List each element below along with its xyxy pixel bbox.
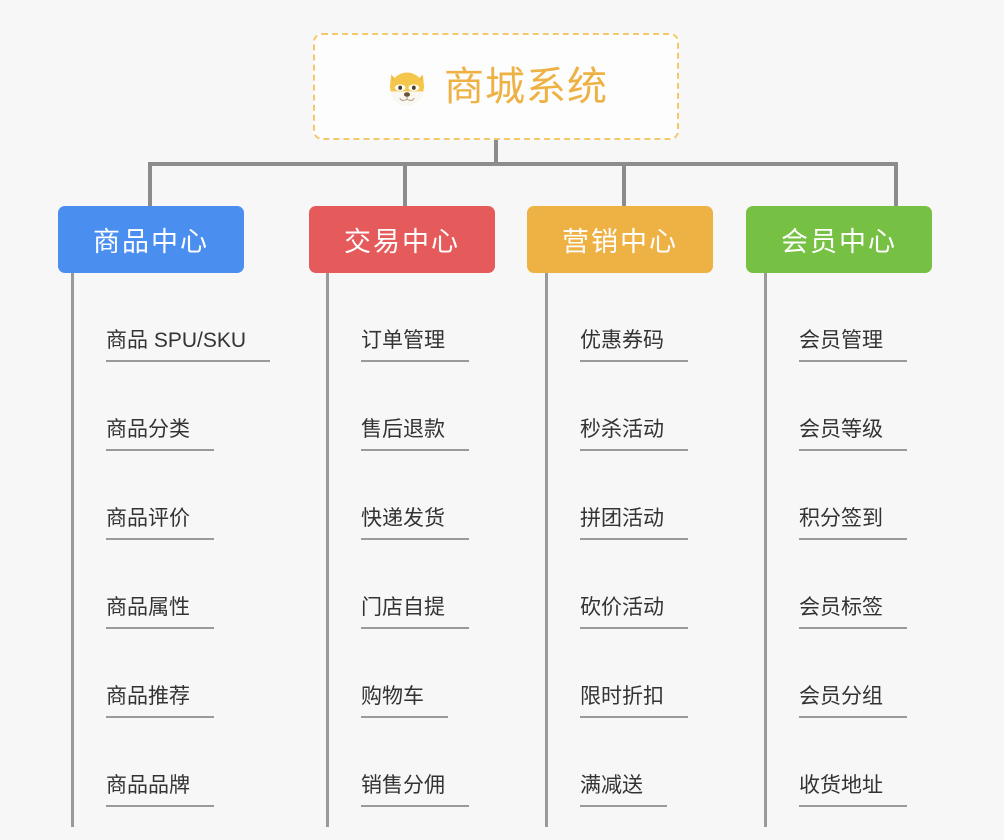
- leaf-item-label: 会员等级: [799, 418, 907, 451]
- leaf-item[interactable]: 会员管理: [767, 273, 907, 362]
- root-title: 商城系统: [444, 64, 608, 109]
- leaf-item[interactable]: 快递发货: [329, 451, 469, 540]
- leaf-item[interactable]: 会员分组: [767, 629, 907, 718]
- leaf-item-label: 优惠券码: [580, 329, 688, 362]
- category-box-product-center[interactable]: 商品中心: [58, 206, 244, 273]
- connector-drop-product-center: [148, 162, 152, 208]
- root-node-商城系统[interactable]: 商城系统: [313, 33, 679, 140]
- category-title-product-center: 商品中心: [93, 227, 209, 257]
- leaf-item[interactable]: 满减送: [548, 718, 667, 807]
- leaf-item-label: 商品品牌: [106, 774, 214, 807]
- leaf-item[interactable]: 订单管理: [329, 273, 469, 362]
- leaf-item[interactable]: 秒杀活动: [548, 362, 688, 451]
- leaf-item[interactable]: 销售分佣: [329, 718, 469, 807]
- connector-drop-trade-center: [403, 162, 407, 208]
- leaf-item-label: 会员标签: [799, 596, 907, 629]
- leaf-item-label: 会员分组: [799, 685, 907, 718]
- leaf-item-label: 拼团活动: [580, 507, 688, 540]
- leaf-item-label: 会员管理: [799, 329, 907, 362]
- category-title-member-center: 会员中心: [781, 227, 897, 257]
- leaf-spine-product-center: [71, 273, 74, 827]
- leaf-spine-member-center: [764, 273, 767, 827]
- leaf-spine-trade-center: [326, 273, 329, 827]
- leaf-item-label: 限时折扣: [580, 685, 688, 718]
- leaf-item-label: 收货地址: [799, 774, 907, 807]
- leaf-item[interactable]: 门店自提: [329, 540, 469, 629]
- leaf-item-label: 售后退款: [361, 418, 469, 451]
- leaf-item[interactable]: 拼团活动: [548, 451, 688, 540]
- leaf-item-label: 秒杀活动: [580, 418, 688, 451]
- leaf-item[interactable]: 商品 SPU/SKU: [74, 273, 271, 362]
- leaf-item-label: 商品分类: [106, 418, 214, 451]
- leaf-item-label: 商品推荐: [106, 685, 214, 718]
- leaf-item-label: 门店自提: [361, 596, 469, 629]
- leaf-item[interactable]: 商品属性: [74, 540, 214, 629]
- leaf-item-label: 商品 SPU/SKU: [106, 329, 271, 362]
- leaf-item[interactable]: 商品品牌: [74, 718, 214, 807]
- leaf-item-label: 商品评价: [106, 507, 214, 540]
- leaf-item[interactable]: 购物车: [329, 629, 448, 718]
- leaf-item-label: 销售分佣: [361, 774, 469, 807]
- leaf-item-label: 商品属性: [106, 596, 214, 629]
- leaf-item-label: 快递发货: [361, 507, 469, 540]
- connector-drop-member-center: [894, 162, 898, 208]
- category-title-trade-center: 交易中心: [344, 227, 460, 257]
- leaf-item[interactable]: 会员等级: [767, 362, 907, 451]
- leaf-item-label: 订单管理: [361, 329, 469, 362]
- leaf-item[interactable]: 积分签到: [767, 451, 907, 540]
- category-title-marketing-center: 营销中心: [562, 227, 678, 257]
- shiba-dog-icon: [389, 72, 425, 106]
- leaf-item-label: 满减送: [580, 774, 667, 807]
- leaf-item-label: 购物车: [361, 685, 448, 718]
- leaf-spine-marketing-center: [545, 273, 548, 827]
- leaf-item-label: 砍价活动: [580, 596, 688, 629]
- leaf-item[interactable]: 会员标签: [767, 540, 907, 629]
- category-box-marketing-center[interactable]: 营销中心: [527, 206, 713, 273]
- leaf-item[interactable]: 限时折扣: [548, 629, 688, 718]
- leaf-item[interactable]: 砍价活动: [548, 540, 688, 629]
- leaf-item[interactable]: 商品评价: [74, 451, 214, 540]
- connector-drop-marketing-center: [622, 162, 626, 208]
- leaf-item[interactable]: 商品推荐: [74, 629, 214, 718]
- category-box-member-center[interactable]: 会员中心: [746, 206, 932, 273]
- connector-root-trunk: [494, 140, 498, 164]
- leaf-item-label: 积分签到: [799, 507, 907, 540]
- connector-horizontal-bus: [150, 162, 898, 166]
- leaf-item[interactable]: 收货地址: [767, 718, 907, 807]
- leaf-item[interactable]: 售后退款: [329, 362, 469, 451]
- leaf-item[interactable]: 优惠券码: [548, 273, 688, 362]
- leaf-item[interactable]: 商品分类: [74, 362, 214, 451]
- category-box-trade-center[interactable]: 交易中心: [309, 206, 495, 273]
